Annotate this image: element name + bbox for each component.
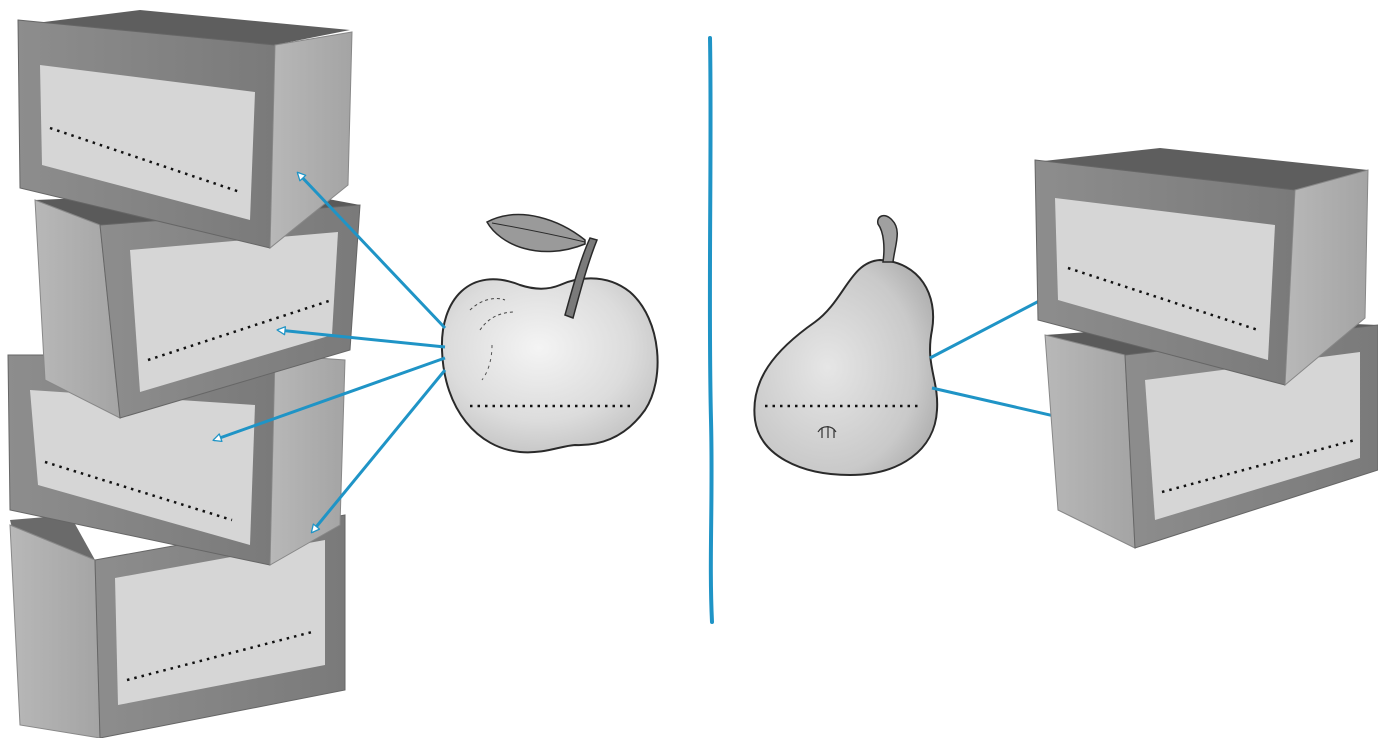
pear-icon — [754, 216, 937, 475]
apple-icon — [442, 215, 658, 453]
vertical-divider — [710, 38, 712, 622]
